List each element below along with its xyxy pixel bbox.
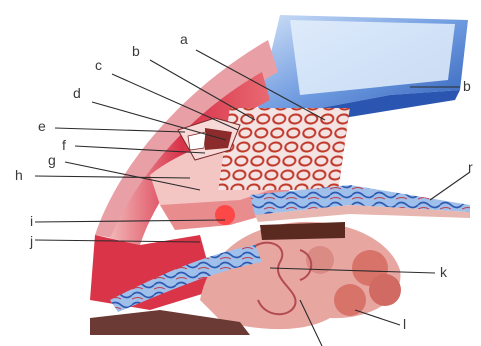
label-e: e bbox=[38, 118, 46, 134]
cell-mesh-region bbox=[218, 108, 350, 190]
label-h: h bbox=[15, 167, 23, 183]
label-f: f bbox=[62, 137, 66, 153]
label-i: i bbox=[30, 213, 33, 229]
label-j: j bbox=[29, 233, 33, 249]
label-b: b bbox=[132, 43, 140, 59]
label-k: k bbox=[440, 264, 448, 280]
label-r: r bbox=[468, 159, 473, 175]
label-c: c bbox=[95, 57, 102, 73]
convoluted-mass bbox=[200, 222, 401, 329]
label-g: g bbox=[48, 152, 56, 168]
label-b-right: b bbox=[463, 78, 471, 94]
label-l: l bbox=[403, 316, 406, 332]
label-a: a bbox=[180, 31, 188, 47]
red-focal-spot bbox=[215, 205, 235, 225]
label-d: d bbox=[73, 85, 81, 101]
